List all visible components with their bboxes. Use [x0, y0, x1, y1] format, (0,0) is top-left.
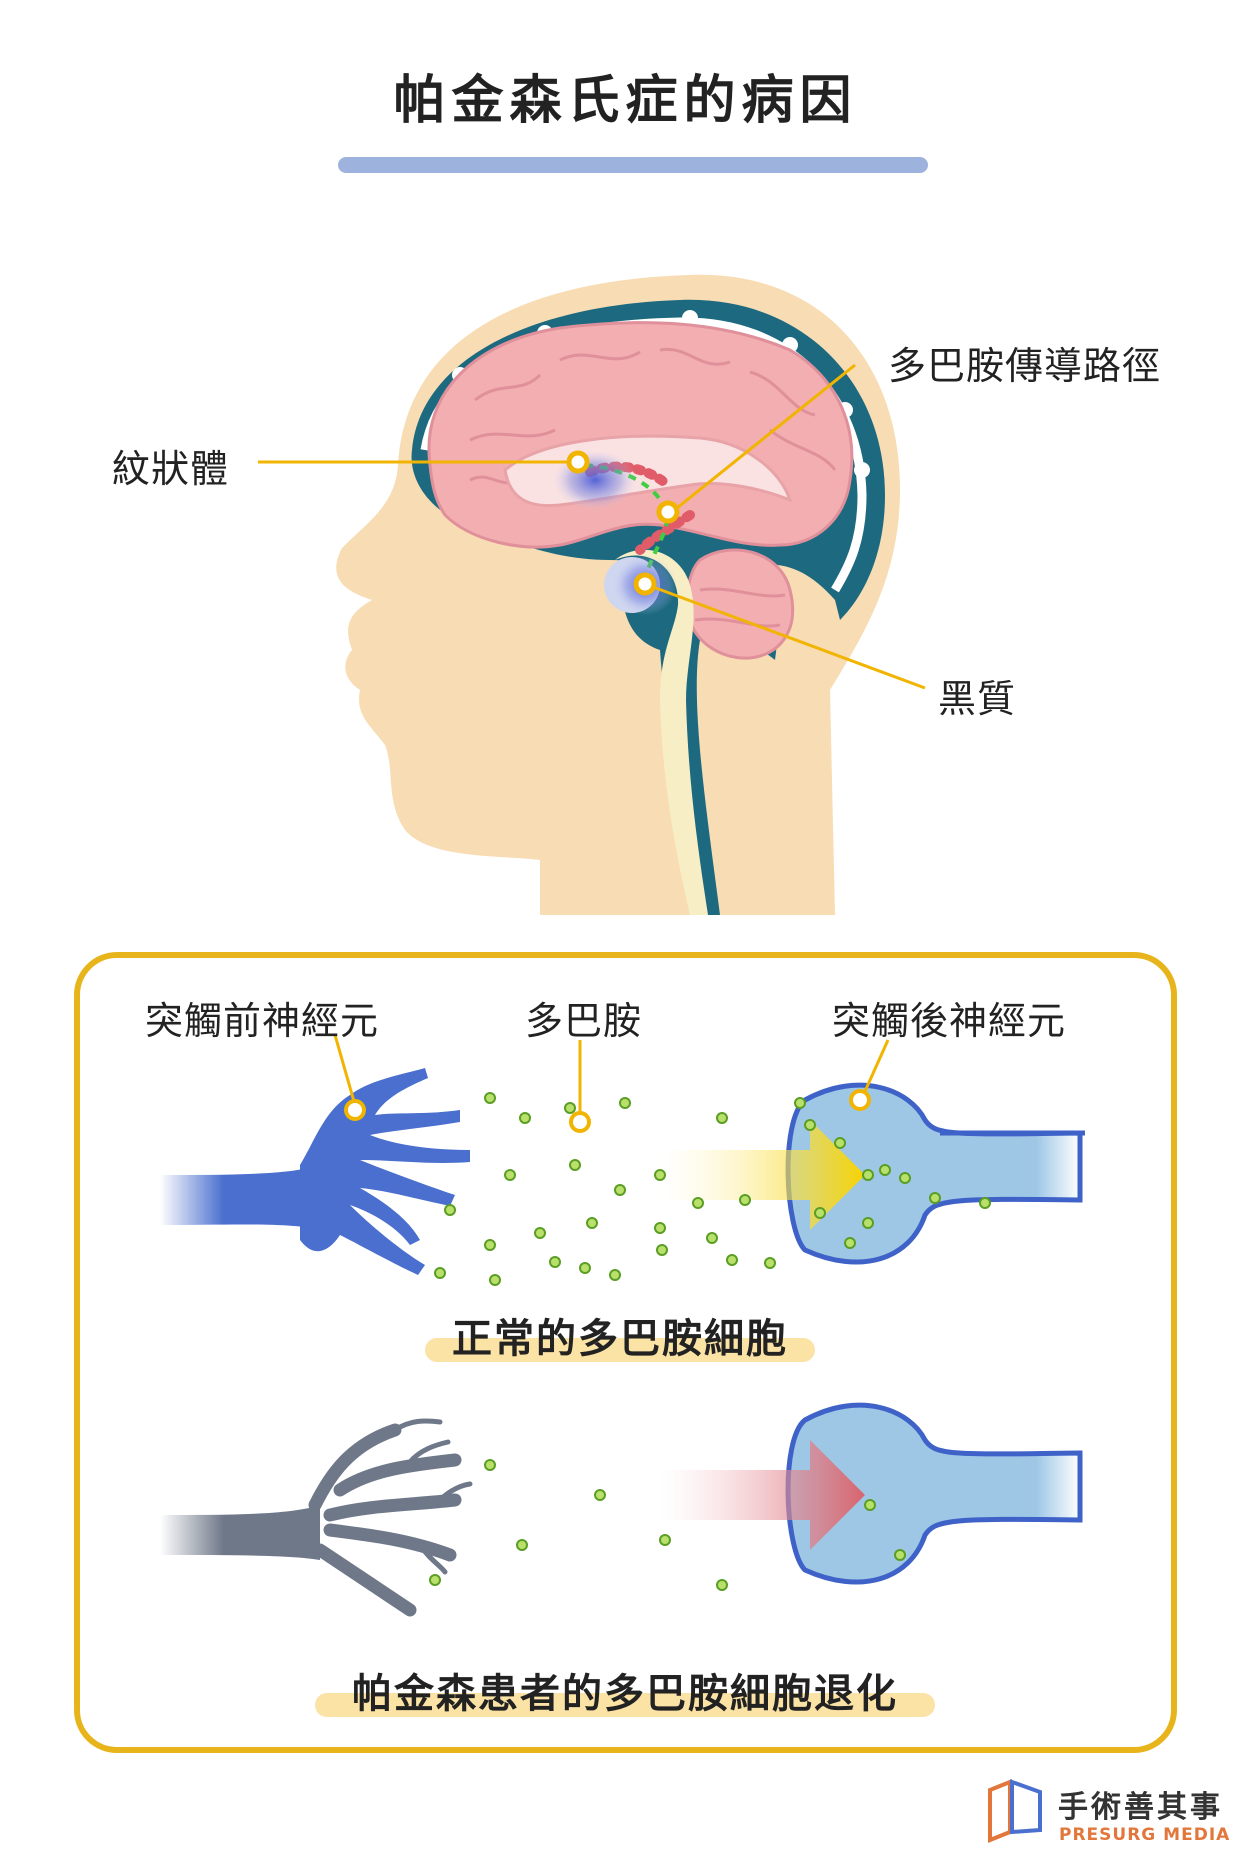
dopamine-particle	[519, 1112, 531, 1124]
logo-mark	[988, 1779, 1042, 1843]
dopamine-particle	[504, 1169, 516, 1181]
synapse-leaders	[333, 1034, 890, 1118]
dopamine-particle	[429, 1574, 441, 1586]
dopamine-particle	[614, 1184, 626, 1196]
dopamine-particle	[534, 1227, 546, 1239]
dopamine-particle	[656, 1244, 668, 1256]
label-dopamine: 多巴胺	[525, 999, 643, 1043]
logo-sub: PRESURG MEDIA	[1059, 1825, 1231, 1845]
presynaptic-neuron-normal	[160, 1068, 470, 1275]
label-dopamine-pathway: 多巴胺傳導路徑	[888, 344, 1162, 388]
dopamine-particle	[569, 1159, 581, 1171]
label-striatum: 紋狀體	[112, 447, 230, 491]
dopamine-particle	[489, 1274, 501, 1286]
dopamine-particles-degraded	[429, 1459, 906, 1591]
dopamine-particle	[586, 1217, 598, 1229]
dopamine-particle	[834, 1137, 846, 1149]
head-illustration	[336, 274, 900, 915]
postsynaptic-neuron-degraded	[785, 1402, 1083, 1585]
dopamine-particle	[434, 1267, 446, 1279]
dopamine-particle	[579, 1262, 591, 1274]
dopamine-particle	[979, 1197, 991, 1209]
dopamine-particle	[764, 1257, 776, 1269]
transmission-arrow-degraded	[660, 1440, 865, 1550]
dopamine-particle	[609, 1269, 621, 1281]
presynaptic-neuron-degraded	[160, 1418, 473, 1617]
dopamine-particle	[444, 1204, 456, 1216]
dopamine-particle	[894, 1549, 906, 1561]
dopamine-particle	[659, 1534, 671, 1546]
label-postsynaptic: 突觸後神經元	[832, 999, 1067, 1043]
dopamine-particle	[619, 1097, 631, 1109]
dopamine-particle	[692, 1197, 704, 1209]
dopamine-particle	[739, 1194, 751, 1206]
head-markers	[566, 450, 680, 596]
pathway-marker	[656, 500, 680, 524]
postsynaptic-marker	[849, 1089, 871, 1111]
caption-normal: 正常的多巴胺細胞	[452, 1316, 788, 1362]
head-leaders	[258, 363, 926, 690]
postsynaptic-neuron-normal	[785, 1082, 1085, 1265]
dopamine-particle	[594, 1489, 606, 1501]
dopamine-particle	[516, 1539, 528, 1551]
nigra-marker	[633, 572, 657, 596]
synapse-markers	[344, 1089, 871, 1133]
label-presynaptic: 突觸前神經元	[145, 999, 380, 1043]
page-title: 帕金森氏症的病因	[393, 71, 858, 131]
dopamine-particle	[654, 1222, 666, 1234]
dopamine-particle	[862, 1217, 874, 1229]
label-substantia-nigra: 黑質	[938, 677, 1017, 721]
dopamine-particle	[716, 1579, 728, 1591]
dopamine-particle	[844, 1237, 856, 1249]
dopamine-particle	[654, 1169, 666, 1181]
dopamine-particle	[862, 1169, 874, 1181]
dopamine-particle	[716, 1112, 728, 1124]
logo-name: 手術善其事	[1058, 1790, 1223, 1825]
dopamine-particle	[794, 1097, 806, 1109]
caption-disease-highlight	[315, 1693, 935, 1717]
dopamine-particle	[879, 1164, 891, 1176]
dopamine-particles-normal	[434, 1092, 991, 1286]
caption-disease-wrap: 帕金森患者的多巴胺細胞退化	[315, 1655, 935, 1725]
dopamine-particle	[726, 1254, 738, 1266]
striatum-glow	[553, 450, 637, 510]
caption-normal-wrap: 正常的多巴胺細胞	[425, 1300, 815, 1370]
dopamine-particle	[484, 1459, 496, 1471]
presynaptic-marker	[344, 1099, 366, 1121]
caption-normal-highlight	[425, 1338, 815, 1362]
dopamine-particle	[706, 1232, 718, 1244]
dopamine-particle	[864, 1499, 876, 1511]
brainstem	[615, 549, 708, 915]
dopamine-particle	[804, 1119, 816, 1131]
dopamine-particle	[899, 1172, 911, 1184]
dopamine-particle	[484, 1092, 496, 1104]
dopamine-particle	[564, 1102, 576, 1114]
dopamine-particle	[549, 1256, 561, 1268]
dopamine-particle	[484, 1239, 496, 1251]
dopamine-particle	[814, 1207, 826, 1219]
caption-disease: 帕金森患者的多巴胺細胞退化	[352, 1671, 898, 1717]
transmission-arrow-normal	[660, 1120, 865, 1230]
title-underline	[338, 157, 928, 173]
striatum-marker	[566, 450, 590, 474]
dopamine-marker	[569, 1111, 591, 1133]
dopamine-particle	[929, 1192, 941, 1204]
